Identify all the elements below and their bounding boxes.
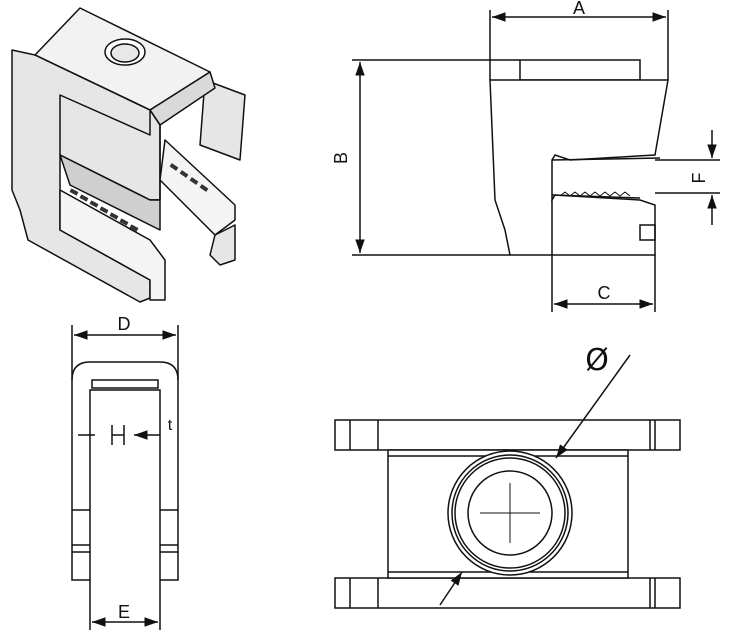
label-B: B bbox=[331, 152, 351, 164]
label-A: A bbox=[573, 0, 585, 18]
isometric-view bbox=[11, 7, 246, 303]
dimension-C bbox=[551, 200, 656, 312]
top-view bbox=[334, 354, 681, 609]
teeth-lower bbox=[69, 188, 139, 232]
dimension-E bbox=[89, 580, 161, 630]
label-E: E bbox=[118, 602, 130, 622]
teeth-upper bbox=[169, 163, 209, 192]
dimension-A bbox=[489, 10, 669, 80]
side-view bbox=[352, 10, 720, 312]
front-view bbox=[71, 325, 179, 630]
dimension-D bbox=[71, 325, 179, 380]
dimension-F bbox=[655, 130, 720, 225]
dimension-diameter bbox=[439, 354, 631, 606]
label-F: F bbox=[689, 173, 709, 184]
dimension-t bbox=[78, 425, 160, 445]
label-D: D bbox=[118, 314, 131, 334]
label-diameter: Ø bbox=[585, 343, 609, 378]
label-C: C bbox=[598, 283, 611, 303]
label-t: t bbox=[168, 417, 173, 434]
dimension-B bbox=[352, 59, 520, 256]
